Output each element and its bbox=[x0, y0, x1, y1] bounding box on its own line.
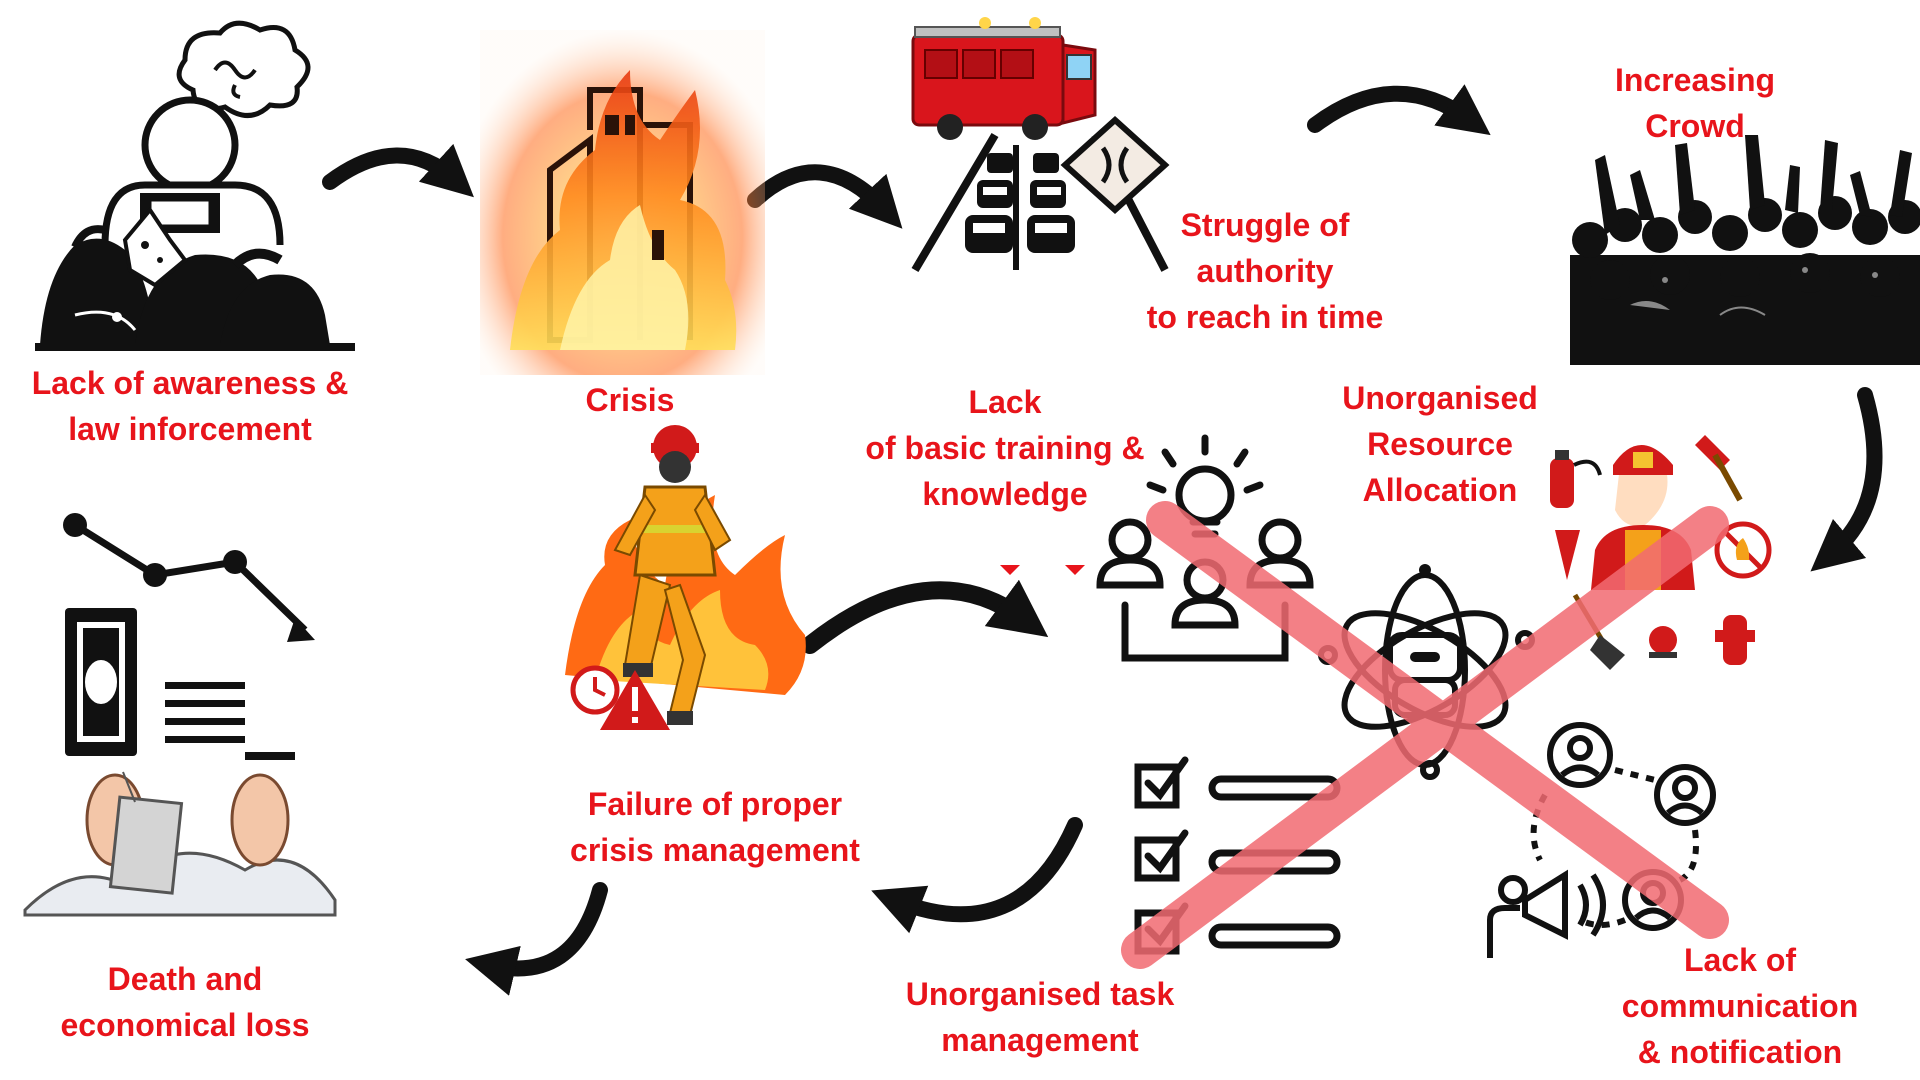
label-line: to reach in time bbox=[1146, 299, 1384, 335]
label-lack-communication: Lack of communication & notification bbox=[1595, 937, 1885, 1075]
label-line: Unorganised task bbox=[905, 976, 1175, 1012]
label-line: Lack of bbox=[1683, 942, 1797, 978]
firefighter-running-from-fire-icon bbox=[565, 425, 806, 730]
label-lack-awareness: Lack of awareness & law inforcement bbox=[0, 360, 380, 452]
label-line: law inforcement bbox=[68, 411, 312, 447]
label-line: Unorganised bbox=[1342, 380, 1538, 416]
fire-truck-in-traffic-icon bbox=[911, 17, 1170, 273]
label-line: Lack bbox=[968, 384, 1042, 420]
burning-building-icon bbox=[480, 30, 765, 375]
label-line: Failure of proper bbox=[587, 786, 843, 822]
label-failure-crisis-management: Failure of proper crisis management bbox=[555, 781, 875, 873]
label-line: economical loss bbox=[60, 1007, 310, 1043]
arrow-authority-to-crowd bbox=[1307, 84, 1491, 136]
arrow-crisis-to-authority bbox=[747, 164, 903, 229]
label-crisis: Crisis bbox=[530, 377, 730, 423]
label-line: Struggle of bbox=[1180, 207, 1350, 243]
red-x-mark-icon bbox=[1121, 501, 1729, 969]
label-line: crisis management bbox=[570, 832, 860, 868]
label-death-loss: Death and economical loss bbox=[35, 956, 335, 1048]
arrow-failure-to-death bbox=[465, 882, 608, 996]
label-line: Death and bbox=[107, 961, 263, 997]
network-megaphone-icon bbox=[1487, 722, 1716, 958]
label-line: & notification bbox=[1637, 1034, 1843, 1070]
label-line: communication bbox=[1621, 988, 1859, 1024]
label-increasing-crowd: Increasing Crowd bbox=[1570, 57, 1820, 149]
label-line: knowledge bbox=[922, 476, 1088, 512]
label-line: Resource bbox=[1367, 426, 1513, 462]
arrow-tasks-to-failure bbox=[871, 817, 1083, 934]
label-line: Crowd bbox=[1645, 108, 1745, 144]
label-line: Allocation bbox=[1362, 472, 1518, 508]
label-unorganised-task: Unorganised task management bbox=[880, 971, 1200, 1063]
label-line: management bbox=[941, 1022, 1139, 1058]
label-line: of basic training & bbox=[865, 430, 1145, 466]
crowd-silhouette-icon bbox=[1570, 135, 1920, 365]
label-line: Crisis bbox=[585, 382, 675, 418]
label-struggle-authority: Struggle of authority to reach in time bbox=[1120, 202, 1410, 340]
label-lack-training: Lack of basic training & knowledge bbox=[850, 379, 1160, 517]
confused-person-with-money-bags-icon bbox=[35, 20, 355, 351]
arrow-crowd-to-resources bbox=[1810, 387, 1883, 572]
arrow-awareness-to-crisis bbox=[322, 143, 474, 198]
label-line: Increasing bbox=[1614, 62, 1776, 98]
label-line: authority bbox=[1196, 253, 1334, 289]
arrow-failure-to-training bbox=[801, 579, 1049, 654]
label-line: Lack of awareness & bbox=[31, 365, 349, 401]
economic-loss-chart-icon bbox=[23, 513, 337, 917]
label-unorganised-resource: Unorganised Resource Allocation bbox=[1310, 375, 1570, 513]
